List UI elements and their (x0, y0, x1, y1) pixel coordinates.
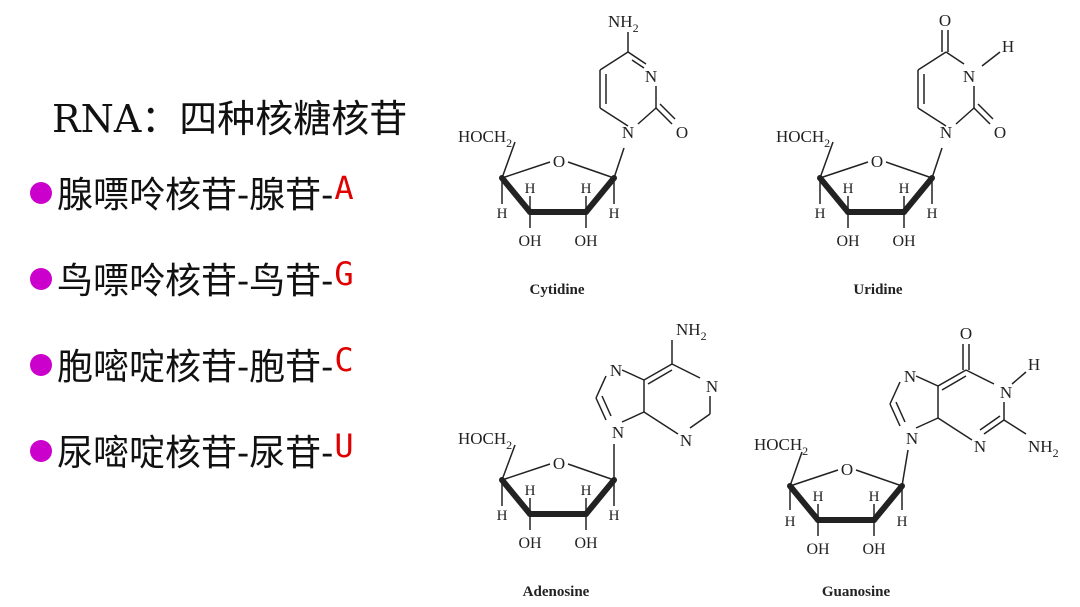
amino-label: NH2 (676, 320, 707, 343)
oh-label: OH (518, 233, 542, 250)
nucleoside-code: G (334, 255, 354, 293)
nucleoside-name: 腺嘌呤核苷-腺苷- (57, 175, 334, 216)
h-label: H (899, 181, 910, 197)
h-label: H (497, 508, 508, 524)
list-item-guanosine: 鸟嘌呤核苷-鸟苷- G (30, 252, 354, 338)
n9-label: N (906, 429, 918, 448)
adenosine-structure: HOCH2 O H H H H OH OH (450, 300, 750, 607)
structure-name-uridine: Uridine (853, 282, 903, 298)
oh-label: OH (836, 233, 860, 250)
structure-name-adenosine: Adenosine (522, 584, 590, 600)
n7-label: N (610, 361, 622, 380)
ribose-ring (499, 444, 617, 530)
oh-label: OH (892, 233, 916, 250)
n1-label: N (706, 377, 718, 396)
nucleoside-code: C (334, 341, 354, 379)
oh-label: OH (862, 541, 886, 558)
h-label: H (897, 514, 908, 530)
h-label: H (927, 206, 938, 222)
oh-label: OH (518, 535, 542, 552)
hoch2-label: HOCH2 (754, 435, 808, 458)
h-label: H (525, 181, 536, 197)
n1-label: N (1000, 383, 1012, 402)
bullet-dot-icon (30, 440, 52, 462)
ribose-ring (787, 449, 909, 536)
oh-label: OH (806, 541, 830, 558)
h-label: H (813, 489, 824, 505)
guanosine-structure: HOCH2 O H H H H OH OH (750, 300, 1080, 607)
h-label: H (581, 181, 592, 197)
carbonyl-o-label: O (939, 11, 951, 30)
nucleoside-list: 腺嘌呤核苷-腺苷- A 鸟嘌呤核苷-鸟苷- G 胞嘧啶核苷-胞苷- C 尿嘧啶核… (30, 166, 354, 510)
ribose-ring (499, 141, 625, 228)
carbonyl-o-label: O (994, 123, 1006, 142)
n3-label: N (680, 431, 692, 450)
list-item-cytidine: 胞嘧啶核苷-胞苷- C (30, 338, 354, 424)
amino-label: NH2 (608, 12, 639, 35)
oh-label: OH (574, 233, 598, 250)
oh-label: OH (574, 535, 598, 552)
h-label: H (609, 206, 620, 222)
cytidine-structure: HOCH2 O H H H H OH OH NH2 (450, 0, 750, 310)
nucleoside-code: A (334, 169, 354, 207)
amino-label: NH2 (1028, 437, 1059, 460)
nucleoside-name: 鸟嘌呤核苷-鸟苷- (57, 261, 334, 302)
h-label: H (843, 181, 854, 197)
slide-title: RNA：四种核糖核苷 (52, 97, 408, 141)
h-label: H (497, 206, 508, 222)
hoch2-label: HOCH2 (458, 127, 512, 150)
bullet-dot-icon (30, 268, 52, 290)
nucleoside-name: 胞嘧啶核苷-胞苷- (57, 347, 334, 388)
carbonyl-o-label: O (676, 123, 688, 142)
uridine-diagram: HOCH2 O H H H H OH OH O (776, 11, 1014, 250)
n7-label: N (904, 367, 916, 386)
h-label: H (869, 489, 880, 505)
list-item-adenosine: 腺嘌呤核苷-腺苷- A (30, 166, 354, 252)
n1-label: N (940, 123, 952, 142)
h-label: H (815, 206, 826, 222)
ribose-ring (817, 141, 943, 228)
n9-label: N (612, 423, 624, 442)
h-label: H (525, 483, 536, 499)
cytidine-diagram: HOCH2 O H H H H OH OH NH2 (458, 12, 688, 250)
guanosine-diagram: HOCH2 O H H H H OH OH (754, 324, 1059, 558)
adenosine-diagram: HOCH2 O H H H H OH OH (458, 320, 718, 552)
structure-name-guanosine: Guanosine (821, 584, 891, 600)
h-label: H (785, 514, 796, 530)
nh-h-label: H (1002, 37, 1014, 56)
bullet-dot-icon (30, 182, 52, 204)
n3-label: N (645, 67, 657, 86)
n3-label: N (974, 437, 986, 456)
carbonyl-o-label: O (960, 324, 972, 343)
hoch2-label: HOCH2 (458, 429, 512, 452)
structure-name-cytidine: Cytidine (529, 282, 585, 298)
uridine-structure: HOCH2 O H H H H OH OH O (768, 0, 1068, 310)
ring-oxygen-label: O (553, 152, 565, 171)
cytosine-ring (599, 32, 676, 127)
h-label: H (609, 508, 620, 524)
h-label: H (581, 483, 592, 499)
ring-oxygen-label: O (841, 460, 853, 479)
ring-oxygen-label: O (553, 454, 565, 473)
list-item-uridine: 尿嘧啶核苷-尿苷- U (30, 424, 354, 510)
n3-label: N (963, 67, 975, 86)
nucleoside-code: U (334, 427, 354, 465)
adenine-ring (595, 340, 711, 435)
guanine-ring (889, 344, 1027, 441)
hoch2-label: HOCH2 (776, 127, 830, 150)
uracil-ring (917, 30, 1001, 127)
n1-label: N (622, 123, 634, 142)
nh-h-label: H (1028, 355, 1040, 374)
nucleoside-name: 尿嘧啶核苷-尿苷- (57, 433, 334, 474)
bullet-dot-icon (30, 354, 52, 376)
ring-oxygen-label: O (871, 152, 883, 171)
